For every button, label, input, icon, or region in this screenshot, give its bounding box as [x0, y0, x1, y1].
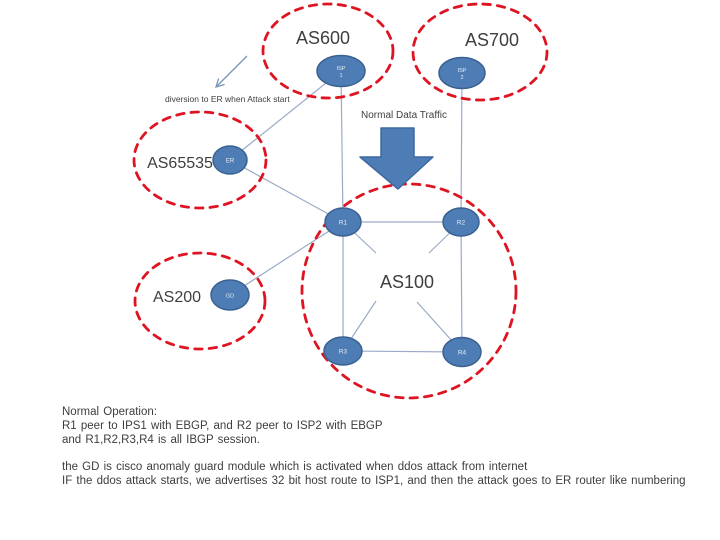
notes-line-2: R1 peer to IPS1 with EBGP, and R2 peer t… [62, 420, 383, 432]
diversion-arrowhead-icon [215, 78, 225, 88]
link-r3-r4 [342, 350, 463, 353]
r3-node-shape [323, 336, 363, 366]
isp1-label-line1: ISP [337, 66, 346, 72]
isp2-node-shape [438, 56, 486, 90]
notes-line-5: IF the ddos attack starts, we advertises… [62, 475, 686, 487]
node-gd: GD [210, 279, 250, 311]
isp1-label-line2: 1 [339, 73, 342, 79]
node-er: ER [212, 145, 248, 175]
isp2-label-line1: ISP [458, 68, 467, 74]
notes-line-4: the GD is cisco anomaly guard module whi… [62, 461, 528, 473]
link-isp1-r1 [340, 70, 344, 223]
notes-block: Normal Operation: R1 peer to IPS1 with E… [62, 405, 702, 488]
diversion-arrow [215, 55, 248, 88]
normal-operation-paragraph: Normal Operation: R1 peer to IPS1 with E… [62, 405, 702, 447]
node-r1: R1 [324, 207, 362, 237]
r1-label: R1 [339, 220, 348, 227]
as600-boundary [261, 2, 395, 100]
link-isp1-er [229, 70, 342, 161]
link-r2-r4 [460, 221, 463, 353]
er-node-shape [212, 145, 248, 175]
as-boundaries [132, 2, 549, 400]
r4-label: R4 [458, 350, 467, 357]
node-isp2: ISP 2 [438, 56, 486, 90]
normal-traffic-label: Normal Data Traffic [361, 110, 447, 121]
as100-boundary [300, 182, 518, 400]
as700-label: AS700 [465, 30, 519, 50]
r3-label: R3 [339, 349, 348, 356]
er-label: ER [226, 159, 235, 165]
r4-node-shape [442, 336, 482, 368]
diversion-arrow-shaft [215, 55, 248, 88]
isp2-label-line2: 2 [460, 75, 463, 81]
r2-label: R2 [457, 220, 466, 227]
as700-boundary [411, 2, 549, 102]
r1-node-shape [324, 207, 362, 237]
gd-label: GD [226, 294, 234, 300]
r2-node-shape [442, 207, 480, 237]
as65535-boundary [132, 110, 268, 210]
node-r2: R2 [442, 207, 480, 237]
as200-boundary [133, 251, 267, 351]
notes-line-1: Normal Operation: [62, 406, 157, 418]
as100-label: AS100 [380, 272, 434, 292]
link-isp2-r2 [460, 72, 463, 223]
node-isp1: ISP 1 [316, 54, 366, 88]
diversion-label: diversion to ER when Attack start [165, 94, 290, 104]
gd-node-shape [210, 279, 250, 311]
link-gd-r1 [229, 221, 344, 296]
link-er-r1 [229, 159, 344, 223]
isp1-node-shape [316, 54, 366, 88]
as65535-label: AS65535 [147, 155, 213, 172]
as600-label: AS600 [296, 28, 350, 48]
normal-traffic-down-arrow [359, 127, 434, 190]
gd-explanation-paragraph: the GD is cisco anomaly guard module whi… [62, 460, 702, 488]
node-r3: R3 [323, 336, 363, 366]
as200-label: AS200 [153, 289, 201, 306]
notes-line-3: and R1,R2,R3,R4 is all IBGP session. [62, 434, 260, 446]
node-r4: R4 [442, 336, 482, 368]
